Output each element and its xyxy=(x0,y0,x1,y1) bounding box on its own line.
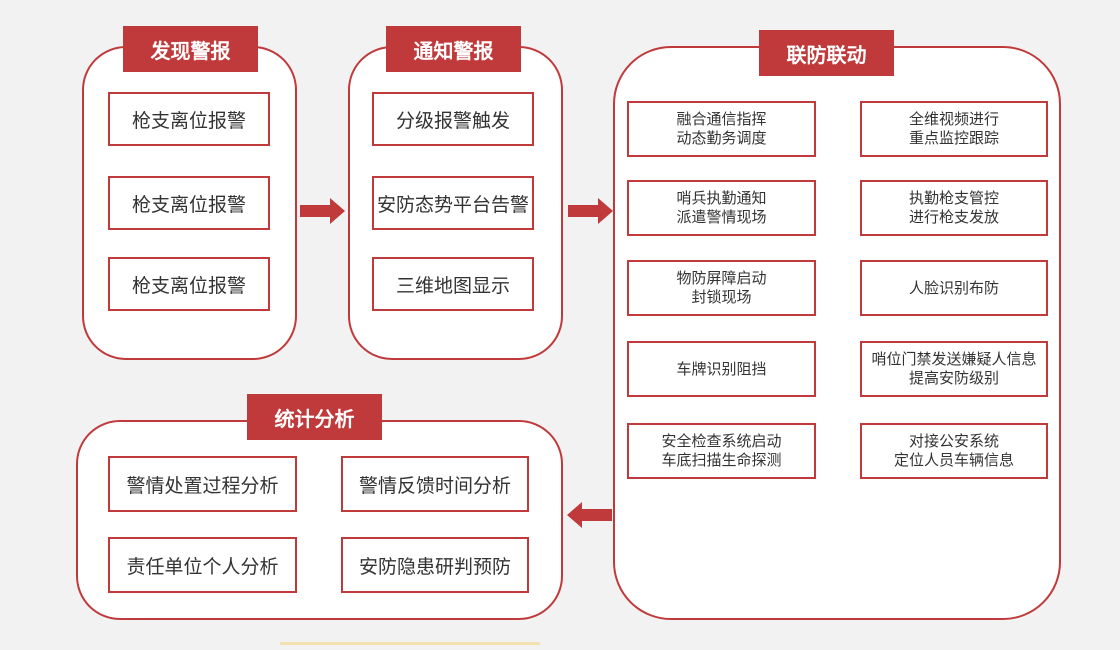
linkage-title: 联防联动 xyxy=(759,30,894,76)
linkage-left-item-3: 物防屏障启动 封锁现场 xyxy=(627,260,816,316)
linkage-right-item-3: 人脸识别布防 xyxy=(860,260,1048,316)
stats-item-4: 安防隐患研判预防 xyxy=(341,537,529,593)
notify-title: 通知警报 xyxy=(386,26,521,72)
stats-item-1: 警情处置过程分析 xyxy=(108,456,297,512)
notify-item-1: 分级报警触发 xyxy=(372,92,534,146)
notify-item-2: 安防态势平台告警 xyxy=(372,176,534,230)
arrow-left-icon xyxy=(567,502,612,528)
linkage-right-item-1: 全维视频进行 重点监控跟踪 xyxy=(860,101,1048,157)
decorative-line xyxy=(280,642,540,645)
stats-item-3: 责任单位个人分析 xyxy=(108,537,297,593)
linkage-left-item-4: 车牌识别阻挡 xyxy=(627,341,816,397)
linkage-right-item-5: 对接公安系统 定位人员车辆信息 xyxy=(860,423,1048,479)
linkage-right-item-4: 哨位门禁发送嫌疑人信息 提高安防级别 xyxy=(860,341,1048,397)
linkage-right-item-2: 执勤枪支管控 进行枪支发放 xyxy=(860,180,1048,236)
linkage-left-item-2: 哨兵执勤通知 派遣警情现场 xyxy=(627,180,816,236)
stats-item-2: 警情反馈时间分析 xyxy=(341,456,529,512)
discover-title: 发现警报 xyxy=(123,26,258,72)
arrow-right-icon xyxy=(300,198,345,224)
arrow-right-icon xyxy=(568,198,613,224)
discover-item-3: 枪支离位报警 xyxy=(108,257,270,311)
linkage-left-item-5: 安全检查系统启动 车底扫描生命探测 xyxy=(627,423,816,479)
stats-title: 统计分析 xyxy=(247,394,382,440)
discover-item-2: 枪支离位报警 xyxy=(108,176,270,230)
linkage-left-item-1: 融合通信指挥 动态勤务调度 xyxy=(627,101,816,157)
notify-item-3: 三维地图显示 xyxy=(372,257,534,311)
discover-item-1: 枪支离位报警 xyxy=(108,92,270,146)
